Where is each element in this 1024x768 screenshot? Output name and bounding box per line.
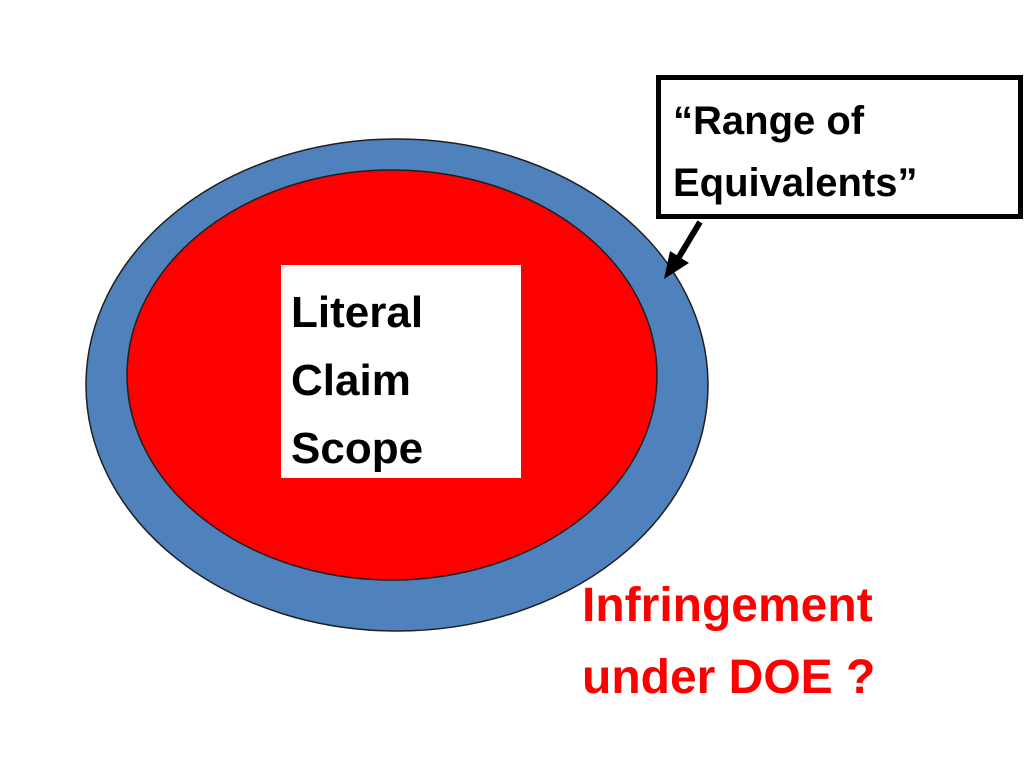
literal-claim-line-2: Claim bbox=[291, 356, 411, 405]
infringement-question: Infringement under DOE ? bbox=[582, 570, 1002, 714]
question-line-2: under DOE ? bbox=[582, 651, 876, 704]
callout-arrow-head bbox=[664, 251, 689, 279]
range-callout-line-2: Equivalents” bbox=[673, 161, 918, 205]
literal-claim-line-1: Literal bbox=[291, 288, 424, 337]
range-of-equivalents-callout: “Range of Equivalents” bbox=[656, 75, 1023, 219]
literal-claim-scope-label: Literal Claim Scope bbox=[281, 265, 521, 478]
question-line-1: Infringement bbox=[582, 579, 873, 632]
literal-claim-line-3: Scope bbox=[291, 424, 424, 473]
range-callout-line-1: “Range of bbox=[673, 99, 865, 143]
callout-arrow-shaft bbox=[673, 220, 703, 264]
